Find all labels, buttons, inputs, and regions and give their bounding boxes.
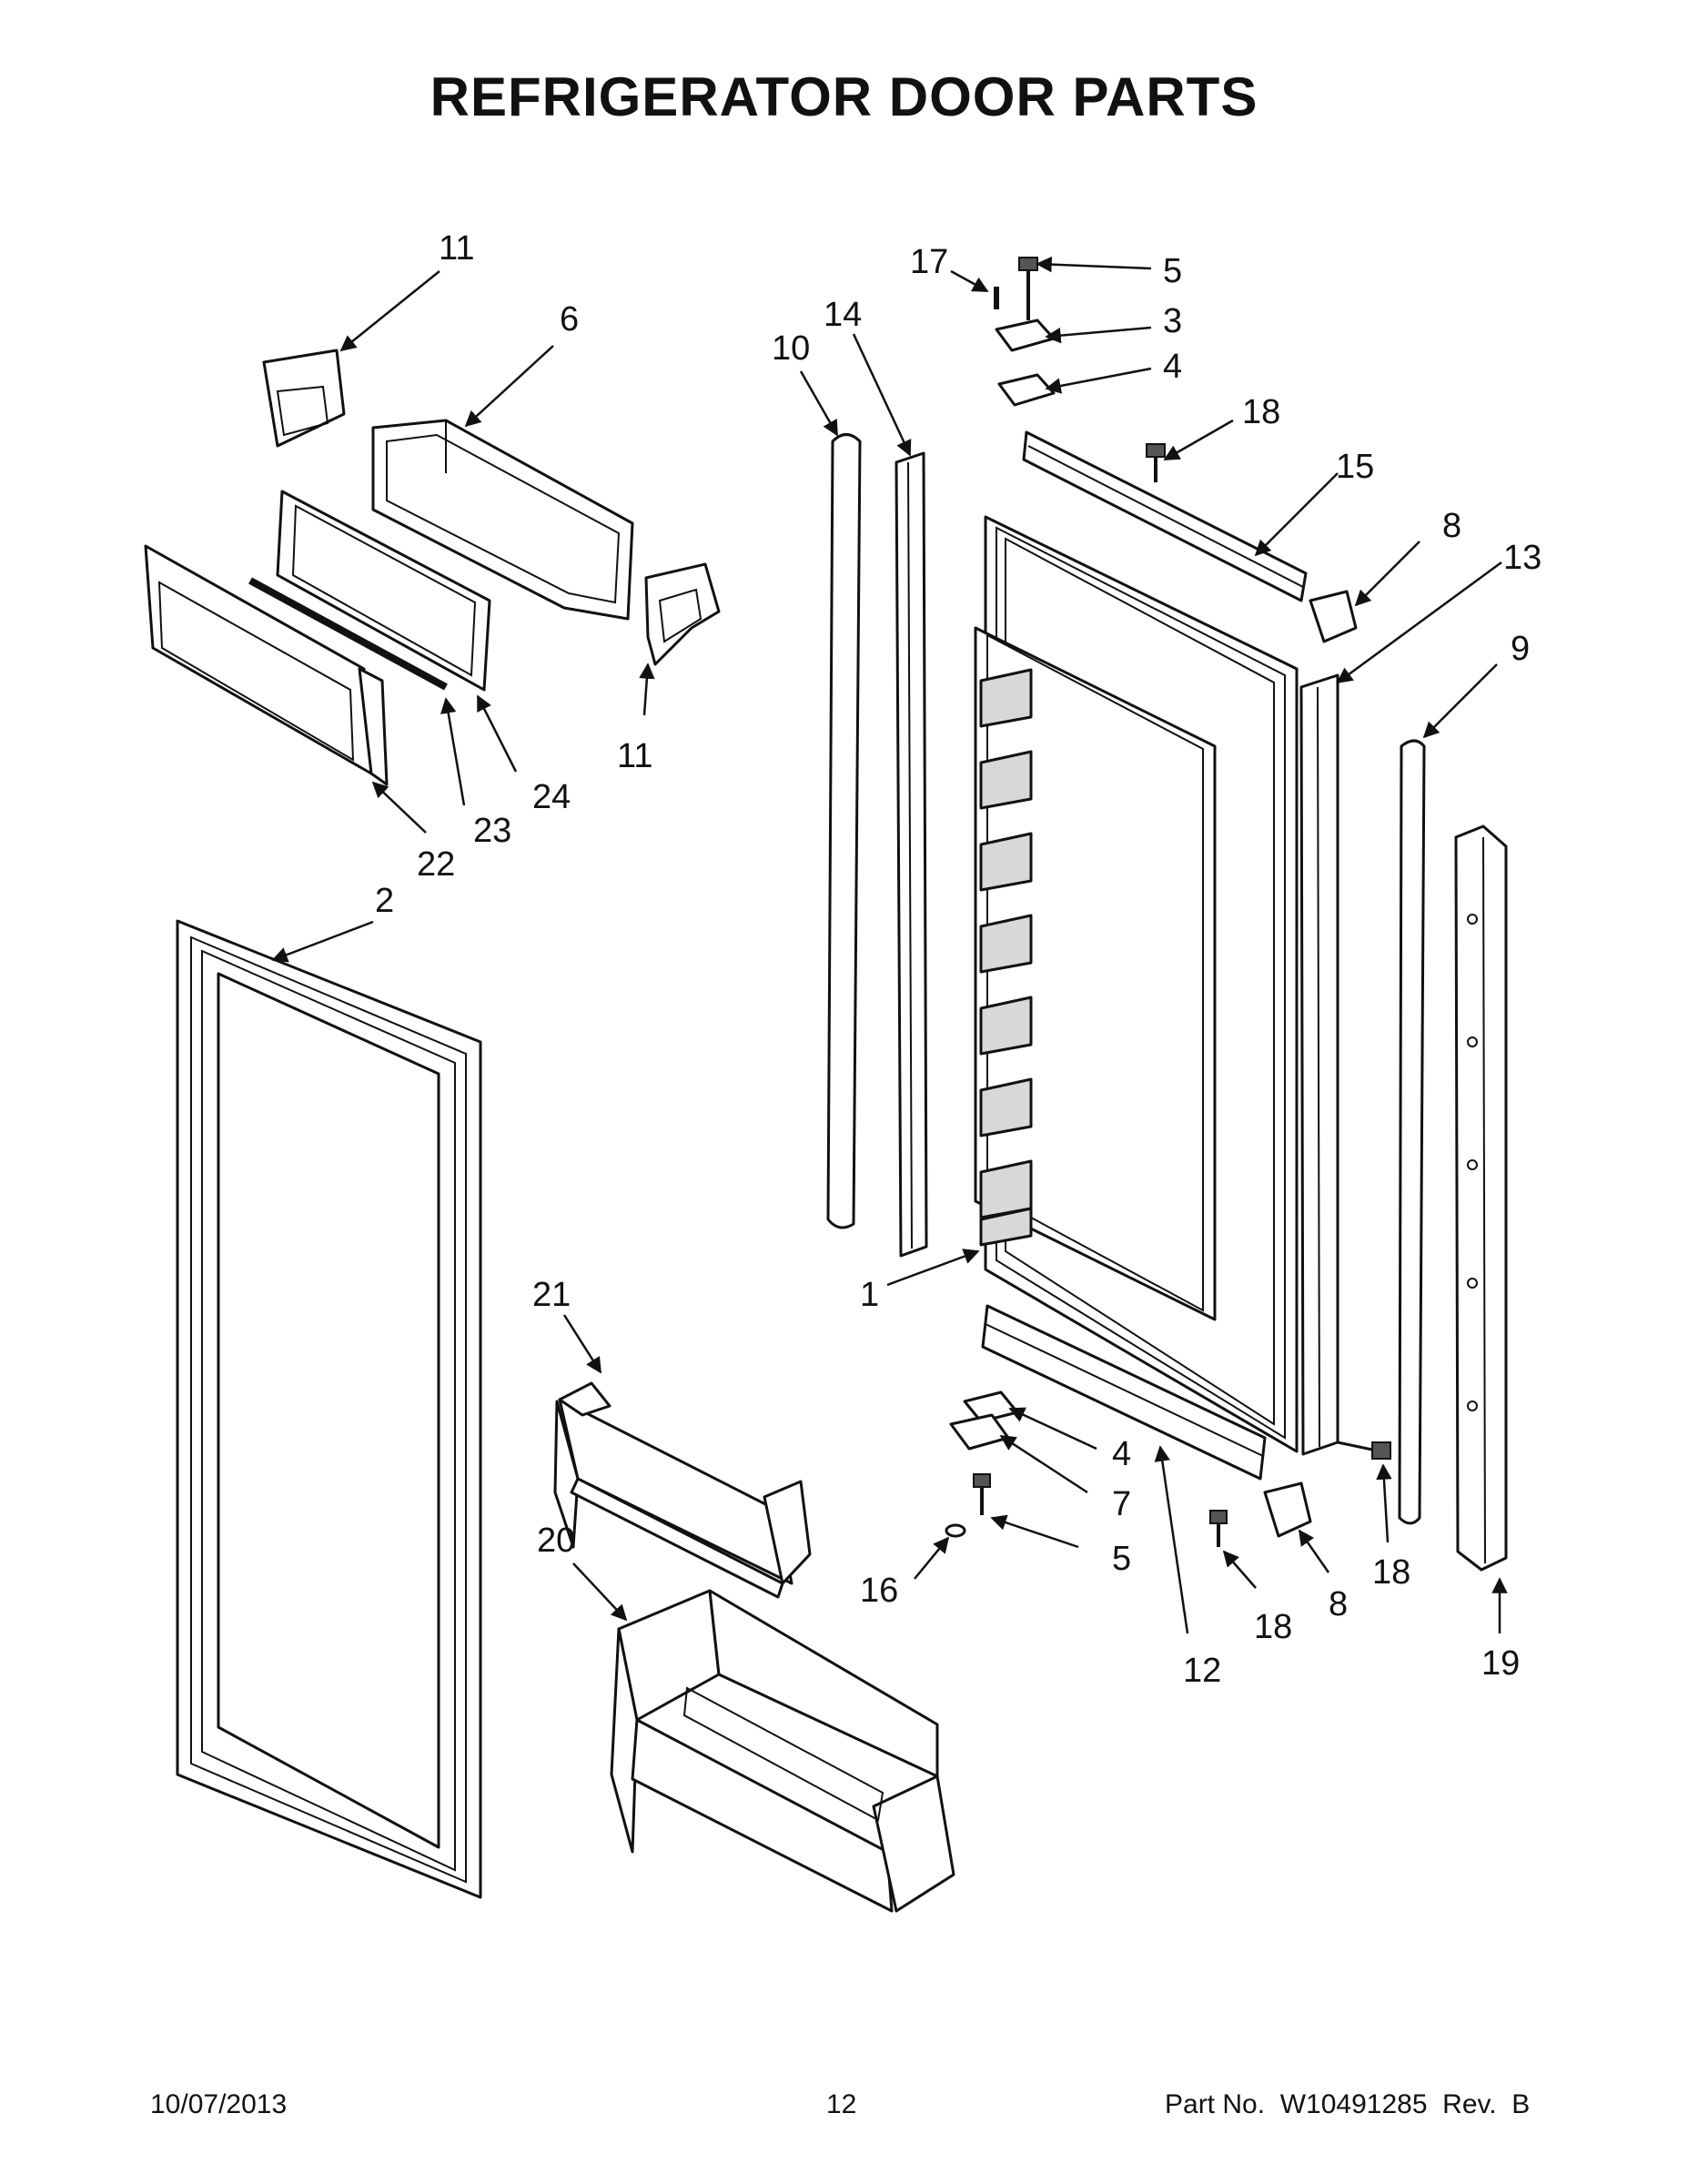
- callout-19: 19: [1481, 1644, 1520, 1683]
- bracket-lower-part-11: [644, 562, 721, 666]
- callout-7: 7: [1112, 1485, 1131, 1523]
- callout-21: 21: [532, 1276, 571, 1314]
- door-bin-part-21: [553, 1381, 812, 1599]
- footer-part-number: Part No. W10491285 Rev. B: [1165, 2089, 1531, 2119]
- screw-part-5-bottom: [973, 1473, 991, 1515]
- trim-part-14: [895, 451, 928, 1258]
- callout-18a: 18: [1242, 393, 1280, 431]
- callout-18b: 18: [1254, 1608, 1292, 1646]
- callout-11b: 11: [617, 737, 652, 775]
- trim-part-9: [1398, 739, 1426, 1525]
- callout-4a: 4: [1163, 348, 1182, 386]
- gasket-strip-part-23: [248, 577, 448, 691]
- callout-5b: 5: [1112, 1540, 1131, 1578]
- door-shelf-tabs: [979, 668, 1033, 1247]
- callout-6: 6: [560, 300, 579, 339]
- screw-part-18-bottom: [1209, 1510, 1228, 1547]
- cam-part-8-top: [1309, 590, 1358, 643]
- callout-11a: 11: [439, 229, 474, 268]
- callout-4b: 4: [1112, 1435, 1131, 1473]
- upper-hinge-part-3: [995, 318, 1056, 352]
- upper-shim-part-4: [997, 373, 1056, 407]
- side-trim-part-13: [1299, 673, 1339, 1456]
- screw-part-18-top: [1146, 443, 1166, 482]
- leader-lines: [271, 256, 1508, 1634]
- callout-9: 9: [1511, 630, 1530, 668]
- trim-part-10: [826, 433, 862, 1229]
- callout-labels: 11 6 11 24 23 22 2 10 14 17 5 3 4 18 15 …: [375, 229, 1541, 1690]
- callout-13: 13: [1503, 539, 1541, 577]
- top-trim-part-15: [1022, 430, 1308, 602]
- pantry-bin-part-6: [371, 419, 634, 621]
- callout-15: 15: [1336, 448, 1374, 486]
- callout-16: 16: [860, 1572, 898, 1610]
- callout-17: 17: [910, 243, 948, 281]
- callout-2: 2: [375, 882, 394, 920]
- cam-part-8-bottom: [1263, 1481, 1312, 1538]
- callout-14: 14: [824, 296, 862, 334]
- footer-date: 10/07/2013: [150, 2089, 288, 2119]
- callout-12: 12: [1183, 1652, 1221, 1690]
- page-title: REFRIGERATOR DOOR PARTS: [430, 66, 1258, 127]
- callout-24: 24: [532, 778, 571, 816]
- callout-8a: 8: [1442, 507, 1461, 545]
- callout-5a: 5: [1163, 252, 1182, 290]
- callout-20: 20: [537, 1522, 575, 1560]
- washer-part-16: [945, 1523, 966, 1538]
- door-liner-part-1: [974, 515, 1299, 1453]
- callout-8b: 8: [1329, 1585, 1348, 1623]
- callout-18c: 18: [1372, 1553, 1410, 1592]
- bracket-upper-part-11: [262, 349, 346, 448]
- callout-23: 23: [473, 812, 511, 850]
- door-bin-part-20: [610, 1589, 955, 1913]
- lower-hinge-part-7: [949, 1413, 1010, 1451]
- callout-1: 1: [860, 1276, 879, 1314]
- frame-part-24: [276, 490, 491, 692]
- screw-part-5-top: [1018, 257, 1038, 320]
- footer-page-number: 12: [826, 2089, 857, 2119]
- door-gasket-part-2: [176, 919, 482, 1899]
- screw-part-18-side: [1337, 1441, 1391, 1460]
- callout-22: 22: [417, 845, 455, 884]
- callout-10: 10: [772, 329, 810, 368]
- callout-3: 3: [1163, 302, 1182, 340]
- handle-part-19: [1454, 824, 1508, 1572]
- bottom-trim-part-12: [981, 1304, 1267, 1481]
